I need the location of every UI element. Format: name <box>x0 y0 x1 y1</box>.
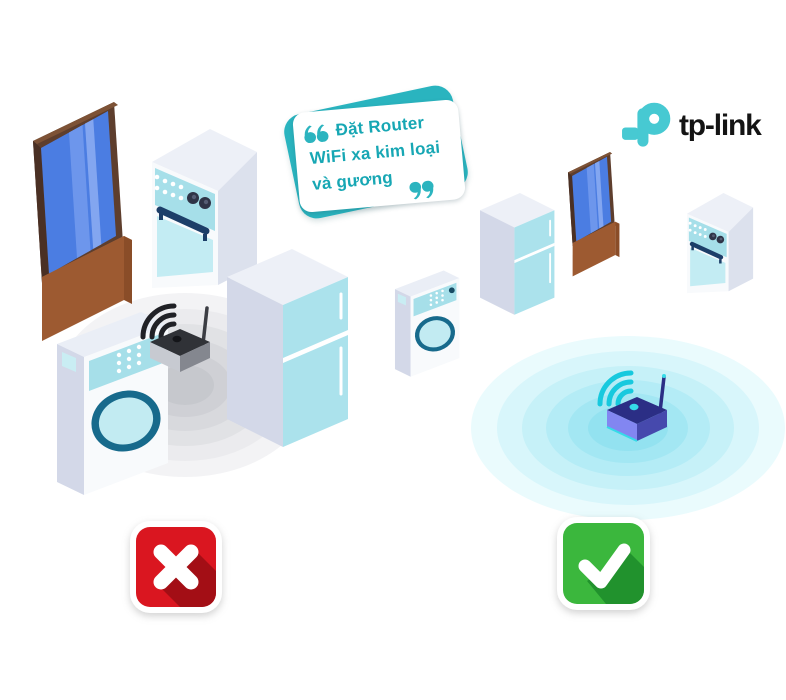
quote-close-icon <box>408 180 435 201</box>
wifi-router-weak <box>140 303 210 372</box>
washing-machine-good <box>394 270 460 377</box>
wifi-waves-icon <box>140 303 177 340</box>
bubble-line-3: và gương <box>311 167 394 194</box>
wifi-waves-icon <box>597 370 634 407</box>
tplink-logo: tp-link <box>622 101 762 151</box>
router-antenna <box>658 375 666 414</box>
oven-bad <box>152 129 257 288</box>
bubble-card: Đặt Router WiFi xa kim loại và gương <box>291 98 467 214</box>
cross-mark-icon <box>130 521 222 613</box>
refrigerator-good <box>479 192 556 316</box>
check-mark-icon <box>557 517 650 610</box>
router-antenna <box>201 306 209 346</box>
mirror-bad <box>33 102 132 341</box>
mirror-good <box>567 152 620 277</box>
oven-good <box>687 193 753 293</box>
tplink-logo-mark <box>622 102 671 147</box>
wifi-router-strong <box>597 370 667 442</box>
refrigerator-bad <box>225 247 350 449</box>
quote-open-icon <box>303 123 330 144</box>
tplink-logo-text: tp-link <box>679 109 762 142</box>
bubble-line-1: Đặt Router <box>334 112 425 140</box>
